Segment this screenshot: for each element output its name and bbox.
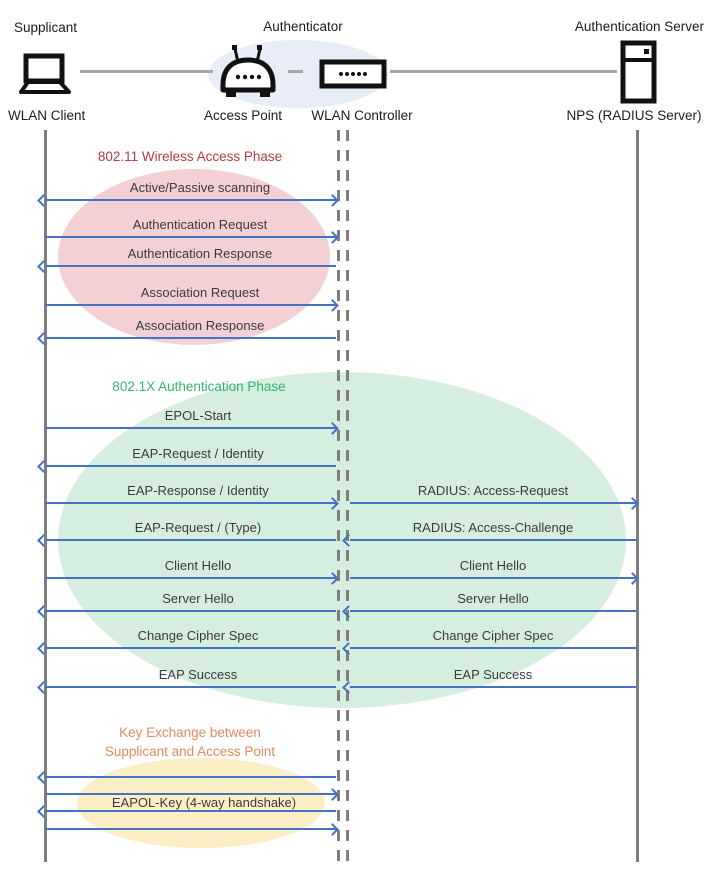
message-arrow <box>37 804 336 818</box>
message-arrow <box>37 459 336 473</box>
message-arrow <box>342 680 636 694</box>
connector-client-ap <box>80 70 213 73</box>
message-label: Server Hello <box>162 591 234 606</box>
lifeline-wlan-controller-left <box>337 130 340 862</box>
phase1-ellipse <box>58 169 330 345</box>
message-label: Client Hello <box>459 558 527 573</box>
message-arrow <box>37 604 336 618</box>
message-arrow <box>45 787 339 801</box>
wlan-controller-icon <box>319 59 387 89</box>
message-arrow <box>342 641 636 655</box>
message-arrow <box>37 331 336 345</box>
message-label: Change Cipher Spec <box>137 628 259 643</box>
message-label: RADIUS: Access-Challenge <box>412 520 574 535</box>
message-label: EAP-Request / Identity <box>132 446 264 461</box>
lifeline-nps-server <box>636 130 639 862</box>
message-label: EAPOL-Key (4-way handshake) <box>111 795 297 810</box>
message-label: Client Hello <box>164 558 232 573</box>
phase3-title-line1: Key Exchange between <box>119 725 261 740</box>
message-arrow <box>350 496 639 510</box>
device-access-point: Access Point <box>203 108 283 123</box>
lifeline-wlan-controller-right <box>346 130 349 862</box>
arrowhead-left-icon <box>37 770 50 784</box>
arrowhead-left-icon <box>37 804 50 818</box>
message-label: EAP Success <box>453 667 533 682</box>
arrowhead-left-icon <box>37 331 50 345</box>
message-label: EAP-Request / (Type) <box>134 520 262 535</box>
message-arrow <box>37 770 336 784</box>
role-authentication-server: Authentication Server <box>574 19 704 34</box>
message-arrow <box>342 604 636 618</box>
phase3-title-line2: Supplicant and Access Point <box>104 744 276 759</box>
arrowhead-left-icon <box>37 680 50 694</box>
message-arrow <box>45 421 339 435</box>
message-label: EAP Success <box>158 667 238 682</box>
connector-controller-server <box>390 70 617 73</box>
message-arrow <box>350 571 639 585</box>
role-supplicant: Supplicant <box>14 20 78 35</box>
message-arrow <box>45 230 339 244</box>
arrowhead-left-icon <box>37 259 50 273</box>
message-arrow <box>37 533 336 547</box>
connector-ap-controller <box>288 70 303 73</box>
message-label: RADIUS: Access-Request <box>417 483 569 498</box>
laptop-icon <box>19 53 71 94</box>
message-label: Active/Passive scanning <box>129 180 271 195</box>
phase1-title: 802.11 Wireless Access Phase <box>97 149 283 164</box>
message-arrow <box>45 822 339 836</box>
server-icon <box>620 40 657 104</box>
message-arrow <box>45 496 339 510</box>
message-label: Authentication Response <box>127 246 273 261</box>
phase2-title: 802.1X Authentication Phase <box>112 379 286 394</box>
message-label: EAP-Response / Identity <box>127 483 269 498</box>
arrowhead-left-icon <box>37 533 50 547</box>
lifeline-wlan-client <box>44 130 47 862</box>
message-arrow <box>37 641 336 655</box>
message-label: EPOL-Start <box>164 408 232 423</box>
message-label: Association Request <box>140 285 260 300</box>
device-wlan-controller: WLAN Controller <box>311 108 413 123</box>
device-wlan-client: WLAN Client <box>8 108 86 123</box>
message-arrow <box>37 680 336 694</box>
role-authenticator: Authenticator <box>263 19 343 34</box>
message-arrow <box>45 571 339 585</box>
message-label: Association Response <box>135 318 265 333</box>
message-arrow <box>342 533 636 547</box>
arrowhead-left-icon <box>37 459 50 473</box>
message-label: Change Cipher Spec <box>432 628 554 643</box>
arrowhead-left-icon <box>37 193 50 207</box>
phase3-ellipse <box>77 758 325 848</box>
message-arrow <box>45 298 339 312</box>
arrowhead-left-icon <box>37 604 50 618</box>
access-point-icon <box>220 45 276 97</box>
arrowhead-left-icon <box>37 641 50 655</box>
device-nps-radius-server: NPS (RADIUS Server) <box>566 108 702 123</box>
message-arrow <box>37 259 336 273</box>
message-label: Authentication Request <box>132 217 268 232</box>
phase3-title: Key Exchange between Supplicant and Acce… <box>105 723 275 761</box>
message-arrow <box>37 193 339 207</box>
message-label: Server Hello <box>457 591 529 606</box>
